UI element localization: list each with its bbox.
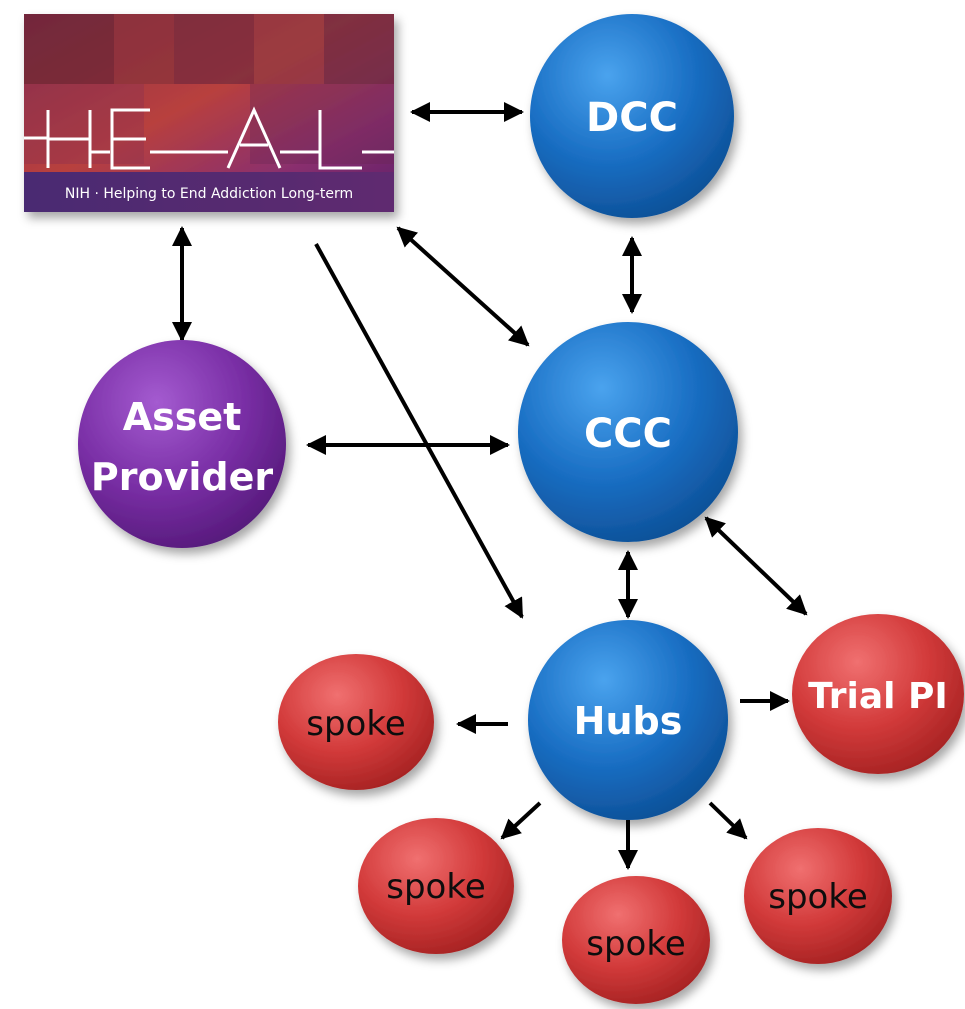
arrow-logo-ccc (396, 226, 530, 347)
logo-letters-outline (24, 106, 394, 170)
node-trial-label: Trial PI (808, 676, 948, 717)
spoke-left-label: spoke (306, 704, 406, 744)
node-asset-label-line2: Provider (91, 455, 273, 499)
node-spoke-left: spoke (278, 654, 434, 790)
spoke-br-label: spoke (768, 877, 868, 917)
node-spoke-bottom-left: spoke (358, 818, 514, 954)
arrow-hubs-spoke-br (708, 801, 748, 840)
node-asset-provider: Asset Provider (78, 340, 286, 548)
node-spoke-bottom-middle: spoke (562, 876, 710, 1004)
node-ccc-label: CCC (584, 411, 672, 457)
arrow-ccc-trial (704, 516, 808, 616)
arrow-logo-hubs (314, 243, 524, 619)
node-asset-label-line1: Asset (123, 395, 242, 439)
logo-photo-tiles (24, 14, 394, 164)
arrow-hubs-spoke-bl (500, 801, 542, 840)
node-dcc-label: DCC (586, 95, 678, 141)
node-dcc: DCC (530, 14, 734, 218)
spoke-bl-label: spoke (386, 867, 486, 907)
node-hubs-label: Hubs (574, 699, 683, 743)
node-ccc: CCC (518, 322, 738, 542)
node-hubs: Hubs (528, 620, 728, 820)
logo-tagline: NIH · Helping to End Addiction Long-term (65, 186, 353, 202)
spoke-bm-label: spoke (586, 924, 686, 964)
heal-logo: NIH · Helping to End Addiction Long-term (24, 14, 394, 212)
node-trial-pi: Trial PI (792, 614, 964, 774)
node-spoke-bottom-right: spoke (744, 828, 892, 964)
connector-arrows (172, 102, 808, 870)
logo-tagline-band (24, 172, 394, 212)
